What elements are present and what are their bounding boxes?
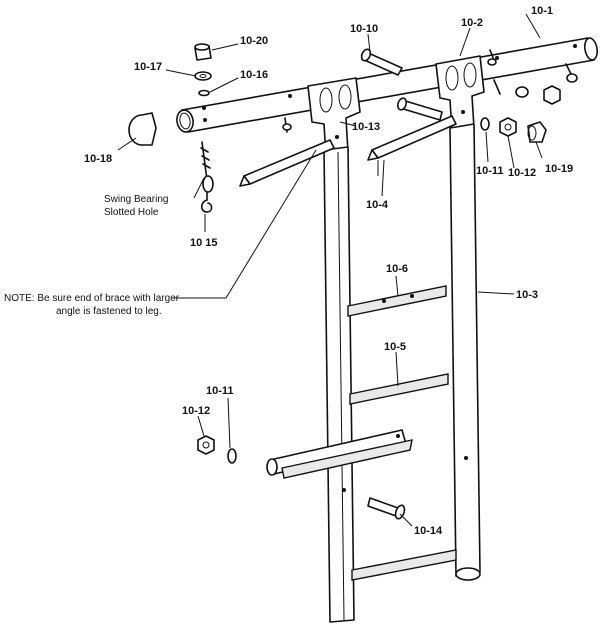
rung-lower xyxy=(351,549,457,581)
callout-10-14: 10-14 xyxy=(414,525,443,537)
bolt-10-10 xyxy=(360,48,403,76)
washer-10-11-bottom xyxy=(227,448,237,464)
washer-10-17 xyxy=(194,71,212,81)
top-bar-part xyxy=(176,37,599,133)
callout-10-12-top: 10-12 xyxy=(508,167,536,179)
spacer-10-16 xyxy=(198,89,210,97)
swing-hanger-10-15 xyxy=(200,141,214,213)
lower-cross-brace xyxy=(266,429,413,479)
hardware-right-end xyxy=(493,63,578,105)
callout-10-13: 10-13 xyxy=(352,121,380,133)
cap-nut-10-20 xyxy=(194,43,212,61)
callout-10-16: 10-16 xyxy=(240,69,268,81)
callout-10-5: 10-5 xyxy=(384,341,406,353)
rung-10-6 xyxy=(347,285,447,317)
slotted-hole-label: Slotted Hole xyxy=(104,207,159,218)
callout-10-15: 10 15 xyxy=(190,237,218,249)
leader-lines xyxy=(117,13,543,527)
left-tee-fitting xyxy=(307,77,361,157)
rung-10-5 xyxy=(349,373,449,405)
callout-10-12-bottom: 10-12 xyxy=(182,405,210,417)
callout-10-20: 10-20 xyxy=(240,35,268,47)
callout-10-2: 10-2 xyxy=(461,17,483,29)
bolt-10-14 xyxy=(367,497,406,520)
callout-10-18: 10-18 xyxy=(84,153,112,165)
callout-10-19: 10-19 xyxy=(545,163,573,175)
callout-10-3: 10-3 xyxy=(516,289,538,301)
hardware-right-tee xyxy=(487,49,497,66)
nut-10-12-top xyxy=(499,117,517,137)
callout-10-1: 10-1 xyxy=(531,5,553,17)
right-leg-part xyxy=(449,123,481,581)
swing-bearing-label: Swing Bearing xyxy=(104,194,168,205)
bolt-10-13 xyxy=(396,97,443,121)
callout-10-10: 10-10 xyxy=(350,23,378,35)
washer-10-11-top xyxy=(480,117,490,131)
callout-10-6: 10-6 xyxy=(386,263,408,275)
cap-nut-10-19 xyxy=(527,121,547,143)
nut-10-12-bottom xyxy=(197,435,215,455)
callout-10-11-bottom: 10-11 xyxy=(206,385,234,397)
end-cap-10-18 xyxy=(128,112,157,146)
right-brace-part xyxy=(367,115,457,161)
callout-10-17: 10-17 xyxy=(134,61,162,73)
callout-10-4: 10-4 xyxy=(366,199,389,211)
note-line-2: angle is fastened to leg. xyxy=(56,306,162,317)
left-brace-part xyxy=(239,139,335,187)
left-leg-part xyxy=(323,146,355,623)
hanger-bolt-left xyxy=(282,117,292,133)
callout-10-11-top: 10-11 xyxy=(476,165,504,177)
note-line-1: NOTE: Be sure end of brace with larger xyxy=(4,293,180,304)
